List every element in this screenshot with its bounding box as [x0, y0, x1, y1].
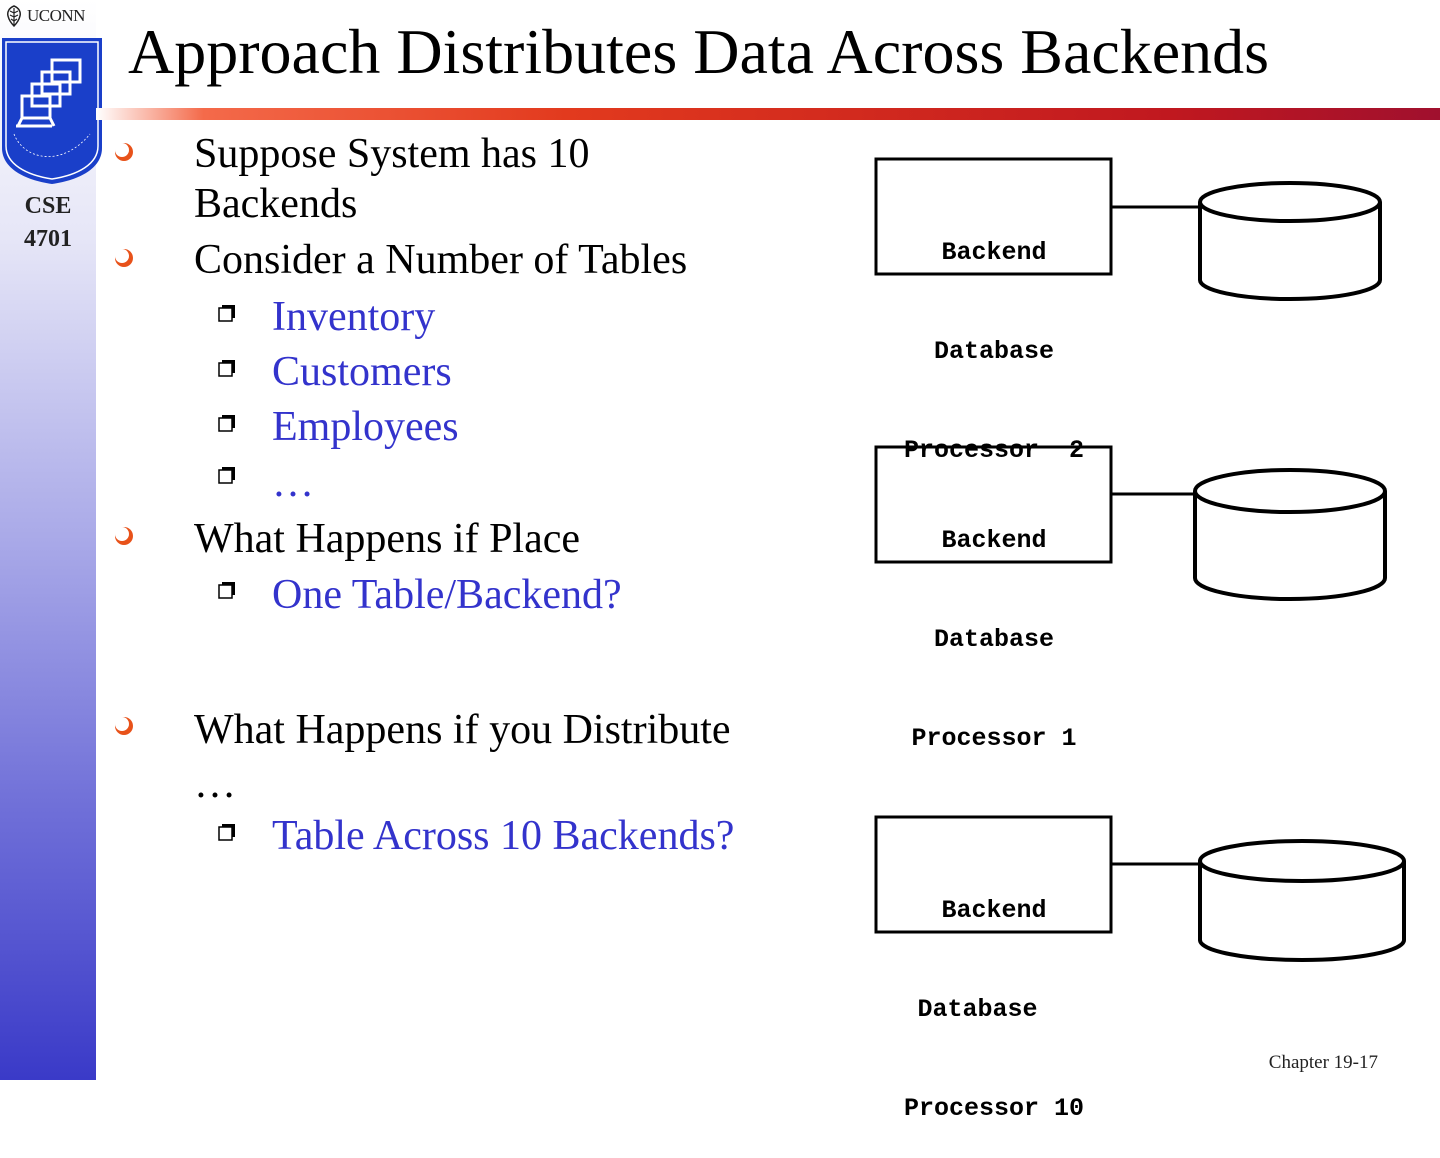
sub-bullet-text: One Table/Backend?: [272, 572, 622, 618]
backend-processor-1-group: [874, 445, 1387, 601]
title-underline: [96, 108, 1440, 120]
sub-bullet-text: Employees: [272, 404, 459, 450]
processor-box: [874, 445, 1113, 564]
sub-bullet-text: …: [272, 460, 314, 506]
sub-bullet-text: Table Across 10 Backends?: [272, 813, 735, 859]
bullet-text: Suppose System has 10: [194, 131, 590, 177]
processor-10-label: Backend Database Processor 10: [875, 828, 1113, 1158]
sidebar: UCONN CSE 4701: [0, 0, 102, 1080]
processor-label-line: Database: [917, 995, 1053, 1024]
course-code: CSE 4701: [0, 190, 96, 256]
processor-label-line: Processor 10: [903, 1094, 1085, 1123]
processor-label-line: Database: [933, 337, 1055, 366]
processor-box: [874, 815, 1113, 934]
course-dept: CSE: [24, 193, 72, 219]
uconn-wordmark: UCONN: [27, 6, 85, 25]
bullet-text: What Happens if Place: [194, 516, 581, 562]
oak-leaf-icon: [7, 5, 21, 27]
sub-bullet-square-icon: [218, 415, 235, 432]
bullet-circle-icon: [115, 249, 133, 267]
bullet-text: Consider a Number of Tables: [194, 237, 688, 283]
processor-label-line: Backend: [941, 896, 1047, 925]
slide-footer: Chapter 19-17: [1268, 1052, 1378, 1073]
bullet-text-continued: …: [194, 761, 236, 807]
database-cylinder-icon: [1193, 468, 1387, 601]
sub-bullet-square-icon: [218, 467, 235, 484]
database-cylinder-icon: [1198, 839, 1406, 962]
processor-1-label: Backend Database Processor 1: [875, 458, 1113, 788]
bullet-circle-icon: [115, 717, 133, 735]
processor-label-line: Processor 2: [903, 436, 1085, 465]
bullet-text: What Happens if you Distribute: [194, 707, 731, 753]
bullet-circle-icon: [115, 527, 133, 545]
slide-title: Approach Distributes Data Across Backend…: [128, 16, 1270, 87]
sub-bullet-square-icon: [218, 582, 235, 599]
database-cylinder-icon: [1198, 181, 1382, 301]
backend-processor-10-group: [874, 815, 1406, 962]
processor-label-line: Backend: [941, 238, 1047, 267]
processor-label-line: Backend: [941, 526, 1047, 555]
sub-bullet-square-icon: [218, 824, 235, 841]
sub-bullet-text: Inventory: [272, 294, 436, 340]
processor-label-line: Database: [933, 625, 1055, 654]
processor-label-line: Processor 1: [911, 724, 1077, 753]
cse-department-logo: [2, 38, 102, 184]
uconn-logo: UCONN: [4, 4, 85, 28]
backend-diagram: [874, 157, 1406, 962]
sub-bullet-text: Customers: [272, 349, 452, 395]
sub-bullet-square-icon: [218, 305, 235, 322]
sub-bullet-square-icon: [218, 360, 235, 377]
course-number: 4701: [24, 226, 72, 252]
processor-2-label: Backend Database Processor 2: [875, 170, 1113, 500]
bullet-circle-icon: [115, 143, 133, 161]
processor-box: [874, 157, 1113, 276]
bullet-text-continued: Backends: [194, 181, 358, 227]
backend-processor-2-group: [874, 157, 1382, 301]
